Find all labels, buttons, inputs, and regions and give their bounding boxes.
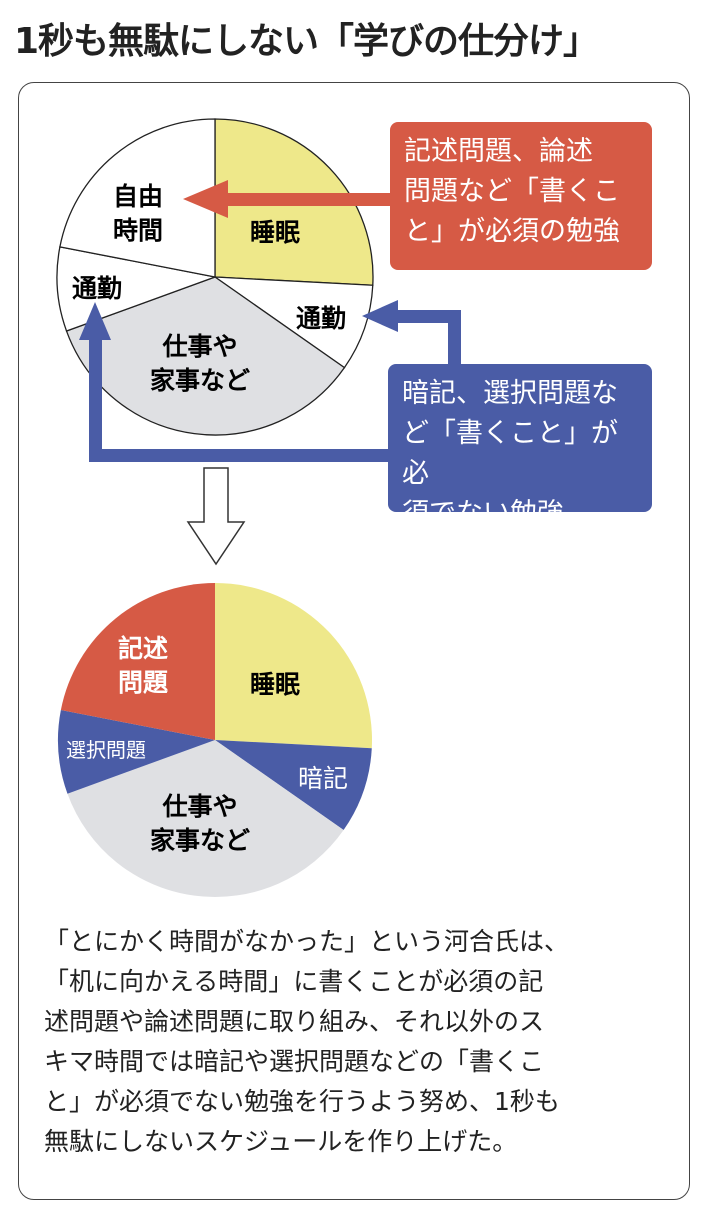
pie-slice-0 bbox=[215, 583, 373, 749]
pie-slice-1 bbox=[215, 740, 372, 831]
label-memorize: 暗記 bbox=[298, 764, 349, 793]
down-arrow-icon bbox=[186, 467, 246, 566]
label-work-after: 仕事や家事など bbox=[150, 792, 251, 855]
pie-slice-3 bbox=[57, 710, 215, 794]
diagram-frame bbox=[18, 82, 690, 1200]
body-text: 「とにかく時間がなかった」という河合氏は、「机に向かえる時間」に書くことが必須の… bbox=[44, 927, 570, 1156]
pie-slice-1 bbox=[212, 276, 374, 369]
label-sleep: 睡眠 bbox=[250, 218, 301, 247]
page-title: 1秒も無駄にしない「学びの仕分け」 bbox=[14, 21, 599, 62]
callout-red: 記述問題、論述問題など「書くこと」が必須の勉強 bbox=[390, 122, 652, 270]
label-work: 仕事や家事など bbox=[150, 332, 251, 395]
callout-blue: 暗記、選択問題など「書くこと」が必須でない勉強 bbox=[388, 364, 652, 529]
blue-arrow bbox=[79, 300, 461, 462]
label-commute-right: 通勤 bbox=[296, 304, 347, 333]
pie-slice-4 bbox=[59, 118, 216, 278]
pie-after bbox=[57, 583, 373, 898]
pie-slice-4 bbox=[60, 583, 215, 740]
label-commute-left: 通勤 bbox=[72, 274, 123, 303]
pie-slice-2 bbox=[65, 276, 346, 436]
label-free-time: 自由時間 bbox=[112, 182, 163, 245]
label-descriptive: 記述問題 bbox=[118, 634, 169, 697]
label-choice: 選択問題 bbox=[66, 738, 146, 762]
red-arrow bbox=[183, 180, 393, 218]
pie-slice-2 bbox=[67, 740, 344, 898]
label-sleep-after: 睡眠 bbox=[250, 670, 301, 699]
